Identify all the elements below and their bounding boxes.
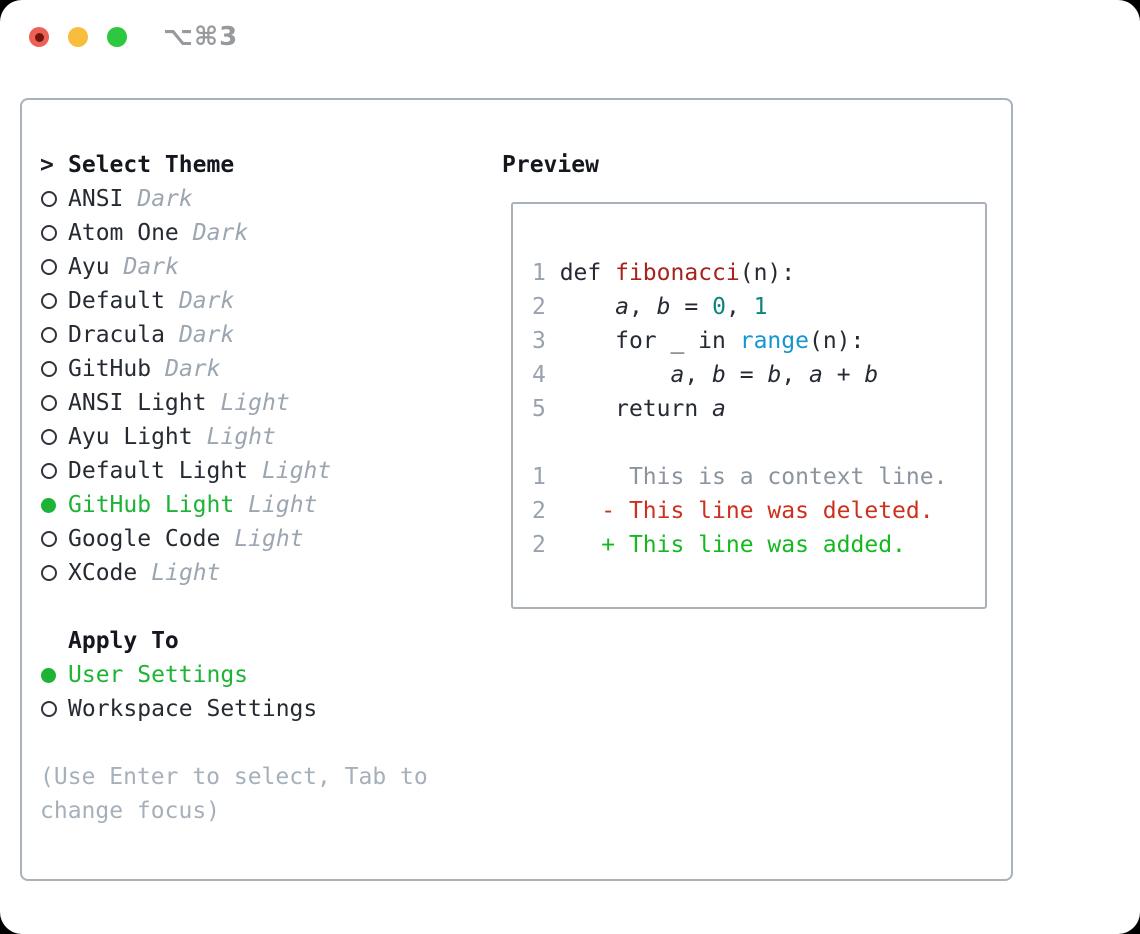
spacer [40, 726, 428, 760]
option-label: GitHub Light [68, 492, 235, 518]
code-line: 2 a, b = 0, 1 [532, 294, 768, 320]
line-number: 2 [532, 498, 546, 524]
radio-selected-icon [40, 497, 68, 513]
theme-option-dracula[interactable]: Dracula Dark [40, 318, 428, 352]
radio-icon [40, 531, 68, 547]
variant-badge: Light [151, 560, 221, 586]
select-theme-header: > Select Theme [40, 148, 428, 182]
radio-icon [40, 429, 68, 445]
line-number: 1 [532, 464, 546, 490]
line-number: 2 [532, 294, 546, 320]
line-number: 5 [532, 396, 546, 422]
option-label: ANSI [68, 186, 124, 212]
variant-badge: Dark [178, 322, 235, 348]
line-number: 3 [532, 328, 546, 354]
line-number: 4 [532, 362, 546, 388]
apply-option-user-settings[interactable]: User Settings [40, 658, 428, 692]
theme-option-default[interactable]: Default Dark [40, 284, 428, 318]
radio-icon [40, 565, 68, 581]
variant-badge: Light [234, 526, 304, 552]
variant-badge: Dark [178, 288, 235, 314]
option-label: Google Code [68, 526, 221, 552]
radio-icon [40, 701, 68, 717]
code-line: 2 + This line was added. [532, 532, 906, 558]
option-label: Default Light [68, 458, 249, 484]
hint-text-line-1: (Use Enter to select, Tab to [40, 764, 428, 790]
apply-option-workspace-settings[interactable]: Workspace Settings [40, 692, 428, 726]
radio-selected-icon [40, 667, 68, 683]
radio-icon [40, 225, 68, 241]
close-button[interactable] [29, 27, 49, 47]
focus-caret-icon: > [40, 152, 54, 178]
variant-badge: Light [248, 492, 318, 518]
preview-title: Preview [502, 152, 599, 178]
theme-option-github-light[interactable]: GitHub Light Light [40, 488, 428, 522]
window-title: ⌥⌘3 [163, 22, 239, 52]
line-number: 1 [532, 260, 546, 286]
variant-badge: Light [220, 390, 290, 416]
radio-icon [40, 463, 68, 479]
theme-option-ansi-light[interactable]: ANSI Light Light [40, 386, 428, 420]
title-bar: ⌥⌘3 [0, 0, 1140, 74]
traffic-lights [29, 27, 127, 47]
apply-to-title: Apply To [68, 628, 179, 654]
option-label: Dracula [68, 322, 165, 348]
theme-option-default-light[interactable]: Default Light Light [40, 454, 428, 488]
zoom-button[interactable] [107, 27, 127, 47]
radio-icon [40, 259, 68, 275]
theme-option-xcode[interactable]: XCode Light [40, 556, 428, 590]
option-label: Ayu Light [68, 424, 193, 450]
option-label: User Settings [68, 662, 249, 688]
theme-option-google-code[interactable]: Google Code Light [40, 522, 428, 556]
option-label: ANSI Light [68, 390, 207, 416]
variant-badge: Dark [123, 254, 179, 280]
hint-text-line-2: change focus) [40, 798, 221, 824]
theme-option-atom-one[interactable]: Atom One Dark [40, 216, 428, 250]
option-label: Workspace Settings [68, 696, 318, 722]
code-preview: 1 def fibonacci(n): 2 a, b = 0, 1 3 for _ … [513, 204, 985, 562]
theme-option-ayu-light[interactable]: Ayu Light Light [40, 420, 428, 454]
code-line: 5 return a [532, 396, 726, 422]
variant-badge: Dark [192, 220, 249, 246]
code-line: 2 - This line was deleted. [532, 498, 934, 524]
option-label: Atom One [68, 220, 179, 246]
radio-icon [40, 191, 68, 207]
code-line: 1 def fibonacci(n): [532, 260, 796, 286]
variant-badge: Light [206, 424, 276, 450]
code-line: 1 This is a context line. [532, 464, 948, 490]
option-label: XCode [68, 560, 138, 586]
radio-icon [40, 395, 68, 411]
option-label: Ayu [68, 254, 110, 280]
select-theme-title: Select Theme [68, 152, 235, 178]
code-line [532, 426, 985, 460]
code-line: 4 a, b = b, a + b [532, 362, 879, 388]
theme-option-ayu[interactable]: Ayu Dark [40, 250, 428, 284]
variant-badge: Light [262, 458, 332, 484]
preview-box: 1 def fibonacci(n): 2 a, b = 0, 1 3 for _ … [511, 202, 987, 609]
variant-badge: Dark [165, 356, 221, 382]
option-label: Default [68, 288, 165, 314]
spacer [40, 590, 428, 624]
theme-option-ansi[interactable]: ANSI Dark [40, 182, 428, 216]
minimize-button[interactable] [68, 27, 88, 47]
option-label: GitHub [68, 356, 152, 382]
code-line: 3 for _ in range(n): [532, 328, 865, 354]
radio-icon [40, 293, 68, 309]
line-number: 2 [532, 532, 546, 558]
apply-to-header: Apply To [40, 624, 428, 658]
variant-badge: Dark [137, 186, 193, 212]
radio-icon [40, 361, 68, 377]
radio-icon [40, 327, 68, 343]
theme-option-github[interactable]: GitHub Dark [40, 352, 428, 386]
